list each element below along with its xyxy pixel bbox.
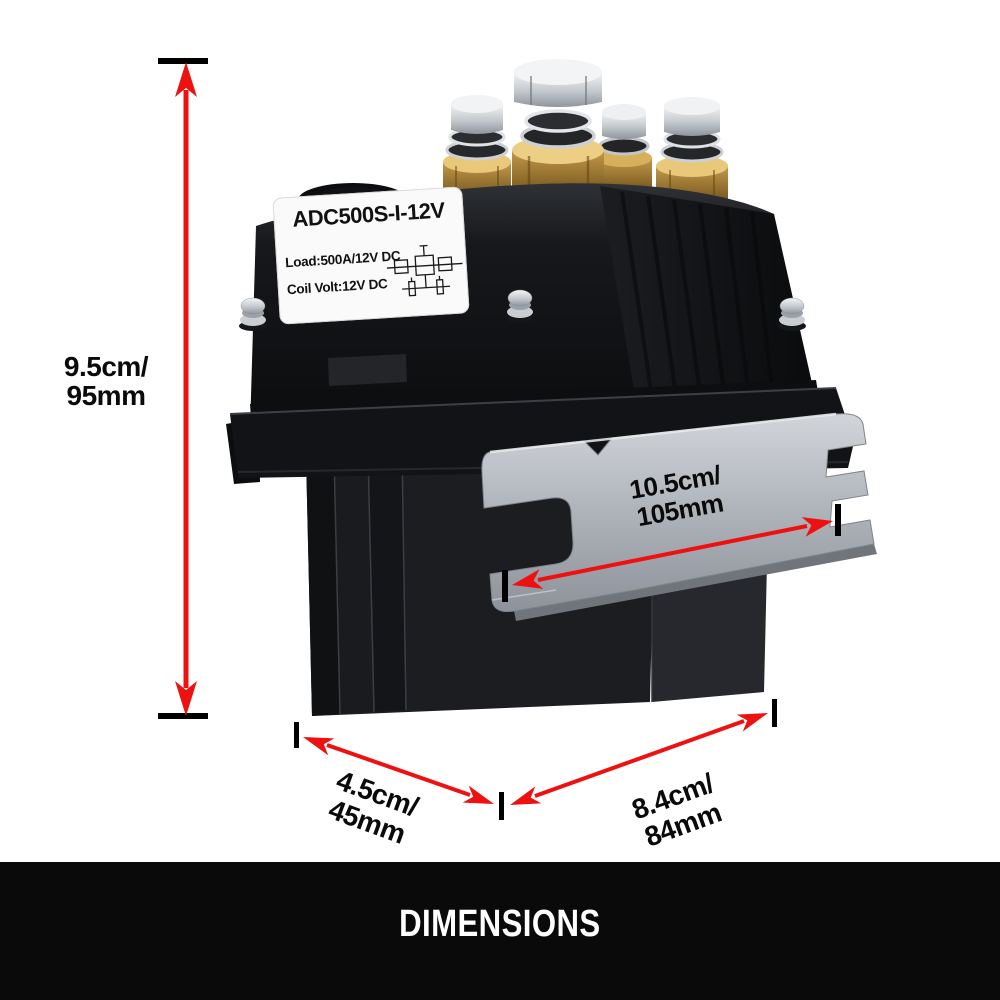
height-tick-top: [158, 58, 208, 64]
bracket-tick-left: [502, 570, 508, 602]
flange-screw-left: [239, 297, 267, 331]
height-cm: 9.5cm/: [63, 351, 149, 382]
height-tick-bottom: [158, 713, 208, 719]
mounting-bracket: [481, 412, 877, 621]
circuit-schematic-icon: [386, 244, 463, 297]
product-label-sticker: ADC500S-I-12V Load:500A/12V DC Coil Volt…: [272, 186, 470, 325]
depth-tick-left: [294, 722, 299, 748]
banner-title: DIMENSIONS: [399, 902, 601, 945]
depth-arrow: [303, 737, 494, 804]
flange-screw-middle: [506, 289, 534, 323]
spec-coil-volt: Coil Volt:12V DC: [286, 276, 388, 298]
height-mm: 95mm: [66, 380, 146, 411]
width-tick-right: [772, 699, 777, 727]
width-arrow: [510, 713, 768, 805]
upper-body-ribbed-face: [600, 186, 814, 402]
height-dimension-label: 9.5cm/ 95mm: [36, 352, 176, 410]
depth-width-tick-middle: [499, 792, 504, 820]
heat-sink-ribs: [620, 191, 774, 399]
flange-screw-right: [778, 297, 806, 331]
product-model-number: ADC500S-I-12V: [291, 197, 446, 232]
terminal-stud-back-right: [596, 104, 652, 194]
bracket-tick-right: [835, 504, 841, 536]
bracket-length-arrow: [512, 517, 833, 589]
body-indent: [328, 354, 407, 386]
height-arrow: [175, 62, 197, 716]
dimensions-banner: DIMENSIONS: [0, 862, 1000, 1000]
